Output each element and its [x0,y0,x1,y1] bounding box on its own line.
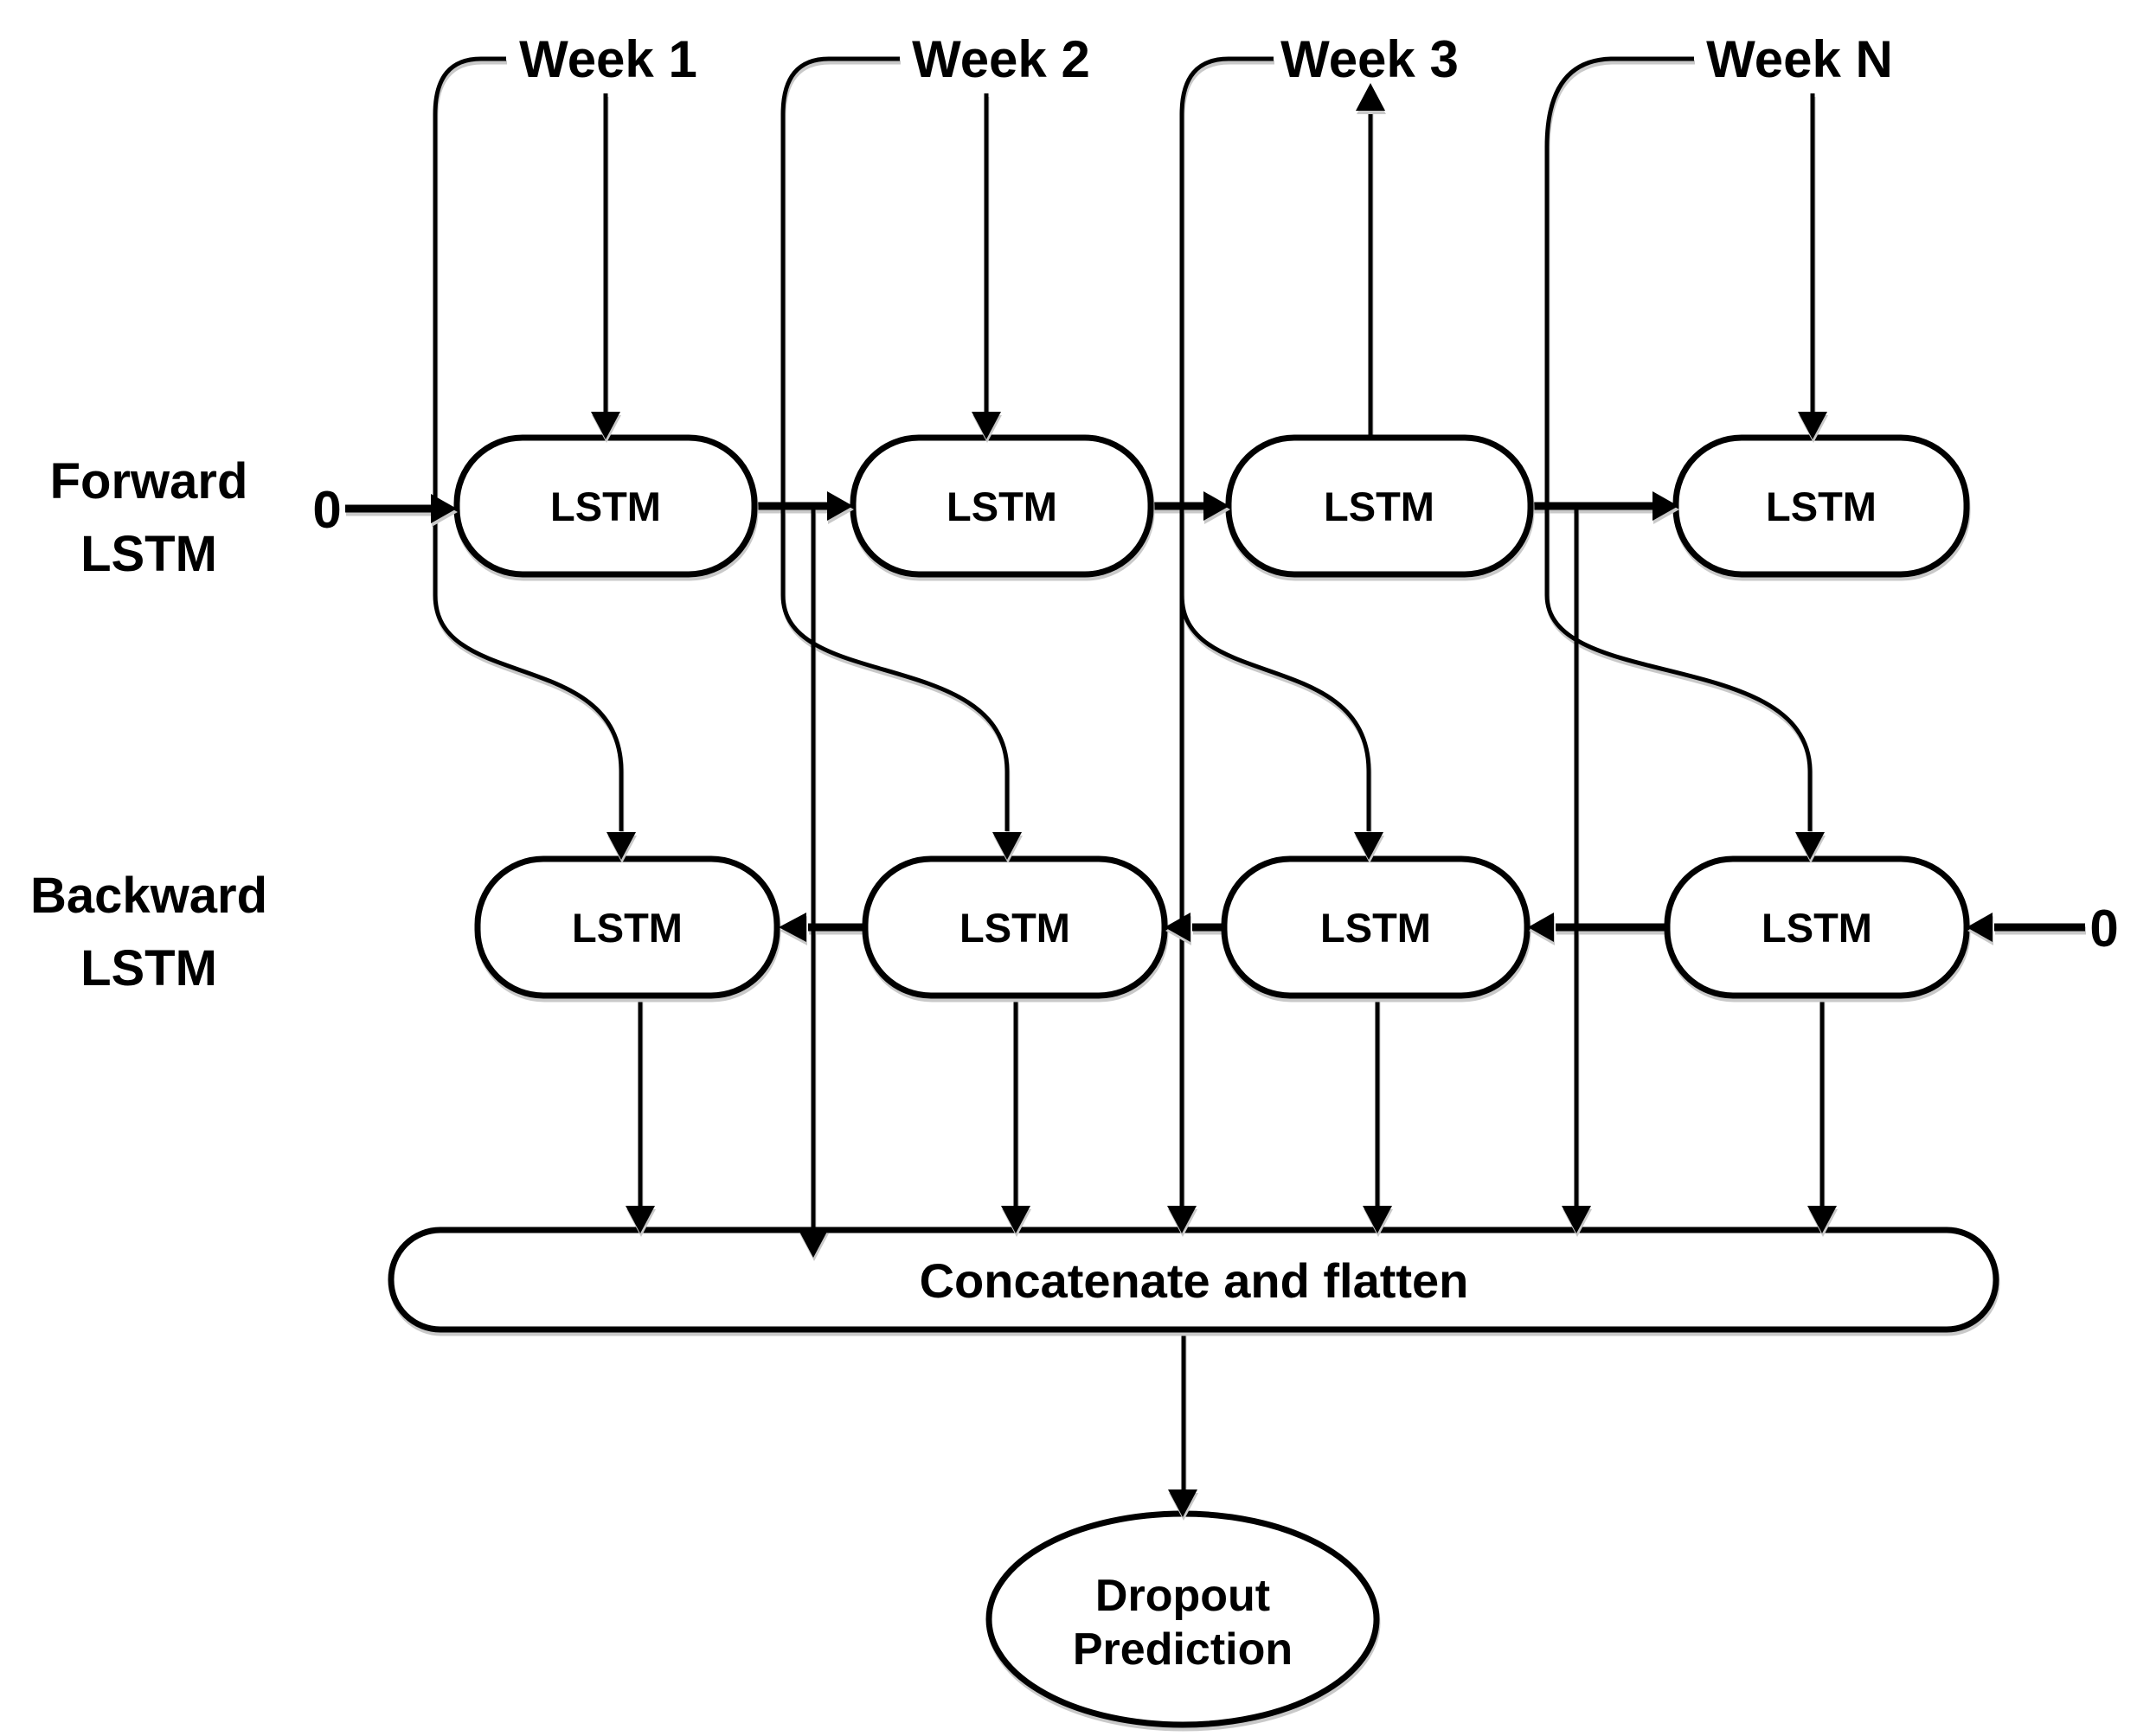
backward-initial-state-label: 0 [2089,900,2118,958]
backward1-concat-arrowhead-icon [626,1206,655,1233]
week-n-label: Week N [1706,30,1893,88]
backward-lstm-label-3: LSTM [1320,905,1431,951]
backward-lstm-label-1: LSTM [572,905,683,951]
backward1-input-arrowhead-icon [606,832,636,860]
week-2-label: Week 2 [912,30,1090,88]
forward1-concat-arrowhead-icon [799,1230,828,1258]
arrow-heads [431,83,1993,1517]
forward-row-label-line2: LSTM [80,526,217,582]
forward-row-label-line1: Forward [50,453,248,509]
forward2-concat-arrowhead-icon [1167,1206,1197,1233]
weekN-to-backward-line [1544,56,1813,831]
week-1-label: Week 1 [519,30,697,88]
week1-to-backward-line [433,56,624,831]
backward-lstm-cell-3 [1221,855,1531,999]
backward-lstm-label-4: LSTM [1762,905,1872,951]
backward-lstm-cell-1 [474,855,780,999]
concatenate-bar-label: Concatenate and flatten [920,1253,1469,1308]
weekN-forward-arrowhead-icon [1798,412,1827,439]
output-arrowhead-icon [1168,1489,1197,1517]
forward-lstm-label-3: LSTM [1324,484,1434,529]
backward-4-3-arrowhead-icon [1528,913,1554,942]
backward-3-2-arrowhead-icon [1165,913,1190,942]
backward-2-1-arrowhead-icon [779,913,806,942]
connector-lines [345,56,2085,1490]
week3-to-backward-line [1179,56,1371,831]
backward3-input-arrowhead-icon [1354,832,1383,860]
backward-row-label-line1: Backward [30,868,267,924]
week2-to-backward-line [780,56,1010,831]
forward-init-arrowhead-icon [431,494,457,523]
concatenate-bar [388,1227,1999,1333]
week1-forward-arrowhead-icon [591,412,620,439]
week3-up-arrowhead-icon [1356,83,1385,111]
forward-initial-state-label: 0 [312,481,341,539]
backward-lstm-label-2: LSTM [959,905,1070,951]
forward-2-3-arrowhead-icon [1203,491,1229,521]
backward4-input-arrowhead-icon [1795,832,1825,860]
forward3-concat-arrowhead-icon [1562,1206,1591,1233]
forward-lstm-label-4: LSTM [1766,484,1877,529]
backward3-concat-arrowhead-icon [1363,1206,1392,1233]
forward-lstm-label-2: LSTM [947,484,1057,529]
backward2-concat-arrowhead-icon [1001,1206,1030,1233]
forward-1-2-arrowhead-icon [827,491,853,521]
week-3-label: Week 3 [1280,30,1459,88]
backward2-input-arrowhead-icon [992,832,1022,860]
backward-row-label-line2: LSTM [80,940,217,996]
backward-init-arrowhead-icon [1967,913,1993,942]
week2-forward-arrowhead-icon [972,412,1001,439]
forward-lstm-label-1: LSTM [550,484,661,529]
forward-3-4-arrowhead-icon [1652,491,1678,521]
nodes [388,434,1999,1728]
backward4-concat-arrowhead-icon [1807,1206,1837,1233]
labels: Week 1 Week 2 Week 3 Week N Forward LSTM… [30,30,2119,1675]
dropout-prediction-label-line2: Prediction [1073,1624,1293,1675]
dropout-prediction-label-line1: Dropout [1095,1571,1270,1621]
